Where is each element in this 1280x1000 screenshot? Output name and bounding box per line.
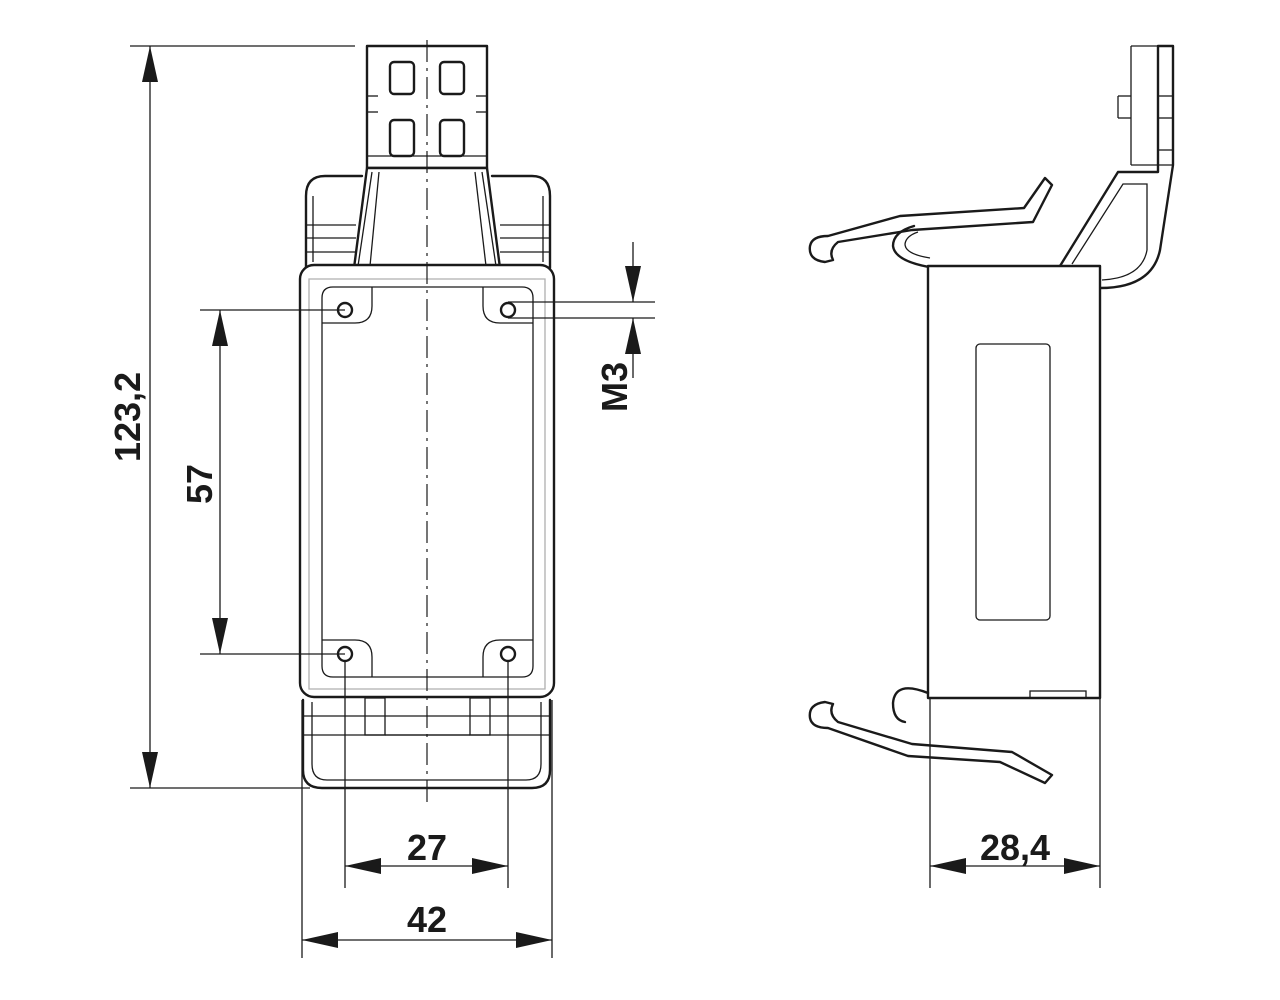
- dimension-overall-height: 123,2: [107, 372, 148, 462]
- side-view: 28,4: [808, 44, 1175, 888]
- front-view: [298, 40, 556, 805]
- dimension-hole-spacing-horizontal: 27: [407, 827, 447, 868]
- front-dimensions: 123,2 57 M3 27 42: [107, 45, 655, 958]
- dimension-hole-spacing-vertical: 57: [179, 464, 220, 504]
- screw-hole-top-right: [499, 301, 517, 319]
- dimension-side-depth: 28,4: [980, 827, 1050, 868]
- dimension-thread: M3: [594, 362, 635, 412]
- dimension-front-width: 42: [407, 899, 447, 940]
